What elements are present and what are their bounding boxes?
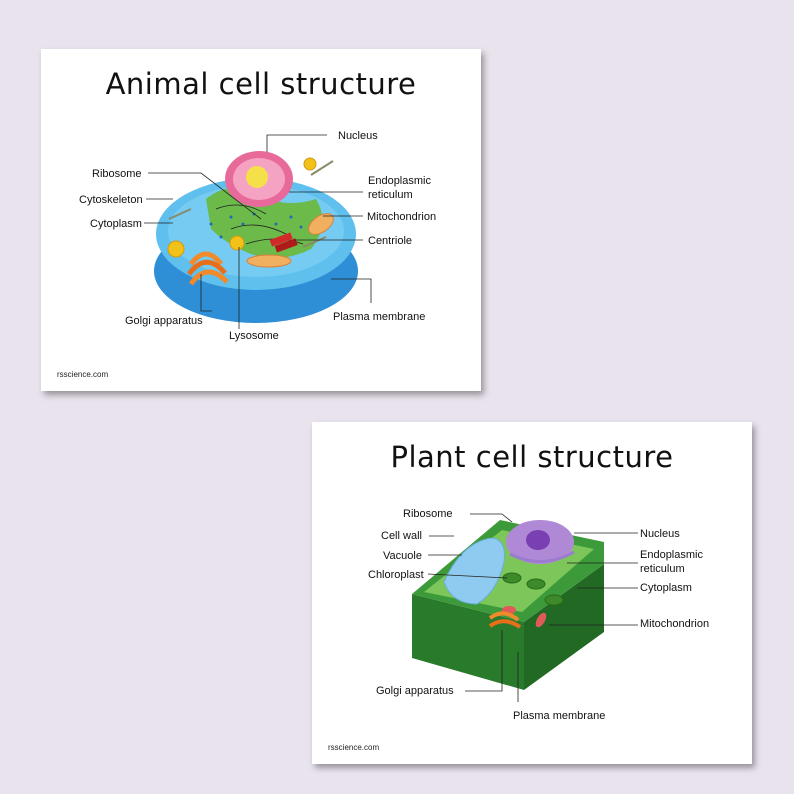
plant-vacuole-shape — [443, 537, 505, 605]
plant-mitochondrion-shape — [535, 612, 547, 628]
plant-cell-card: Plant cell structure — [312, 422, 752, 764]
animal-label-er-line1: Endoplasmic — [368, 175, 431, 187]
animal-label-cytoplasm: Cytoplasm — [90, 218, 142, 230]
animal-label-golgi: Golgi apparatus — [125, 315, 203, 327]
plant-label-chloroplast: Chloroplast — [368, 569, 424, 581]
animal-label-plasma-membrane: Plasma membrane — [333, 311, 425, 323]
plant-er-shape — [509, 550, 575, 564]
plant-cell-illustration — [412, 520, 604, 690]
animal-cell-illustration — [154, 151, 358, 323]
animal-label-ribosome: Ribosome — [92, 168, 142, 180]
plant-label-golgi: Golgi apparatus — [376, 685, 454, 697]
animal-cell-card: Animal cell structure — [41, 49, 481, 391]
plant-label-er-line2: reticulum — [640, 563, 685, 575]
plant-credit: rsscience.com — [328, 743, 380, 752]
plant-label-plasma-membrane: Plasma membrane — [513, 710, 605, 722]
animal-label-cytoskeleton: Cytoskeleton — [79, 194, 143, 206]
plant-label-nucleus: Nucleus — [640, 528, 680, 540]
animal-label-nucleus: Nucleus — [338, 130, 378, 142]
plant-label-ribosome: Ribosome — [403, 508, 453, 520]
animal-label-mitochondrion: Mitochondrion — [367, 211, 436, 223]
animal-label-lysosome: Lysosome — [229, 330, 279, 342]
plant-cell-wall-front — [412, 594, 524, 690]
animal-golgi-shape — [186, 251, 229, 286]
animal-cell-diagram: Nucleus Ribosome Endoplasmic reticulum C… — [79, 130, 436, 342]
animal-label-er-line2: reticulum — [368, 189, 413, 201]
animal-card-title: Animal cell structure — [105, 67, 417, 101]
plant-cell-diagram: Ribosome Nucleus Cell wall Endoplasmic r… — [368, 508, 709, 722]
plant-label-cell-wall: Cell wall — [381, 530, 422, 542]
animal-credit: rsscience.com — [57, 370, 109, 379]
plant-label-er-line1: Endoplasmic — [640, 549, 703, 561]
animal-label-centriole: Centriole — [368, 235, 412, 247]
plant-label-vacuole: Vacuole — [383, 550, 422, 562]
plant-label-mitochondrion: Mitochondrion — [640, 618, 709, 630]
plant-golgi-shape — [488, 611, 520, 622]
animal-centriole-shape — [269, 232, 293, 247]
plant-card-title: Plant cell structure — [390, 440, 674, 474]
animal-lysosome-shape — [167, 240, 185, 258]
plant-label-cytoplasm: Cytoplasm — [640, 582, 692, 594]
